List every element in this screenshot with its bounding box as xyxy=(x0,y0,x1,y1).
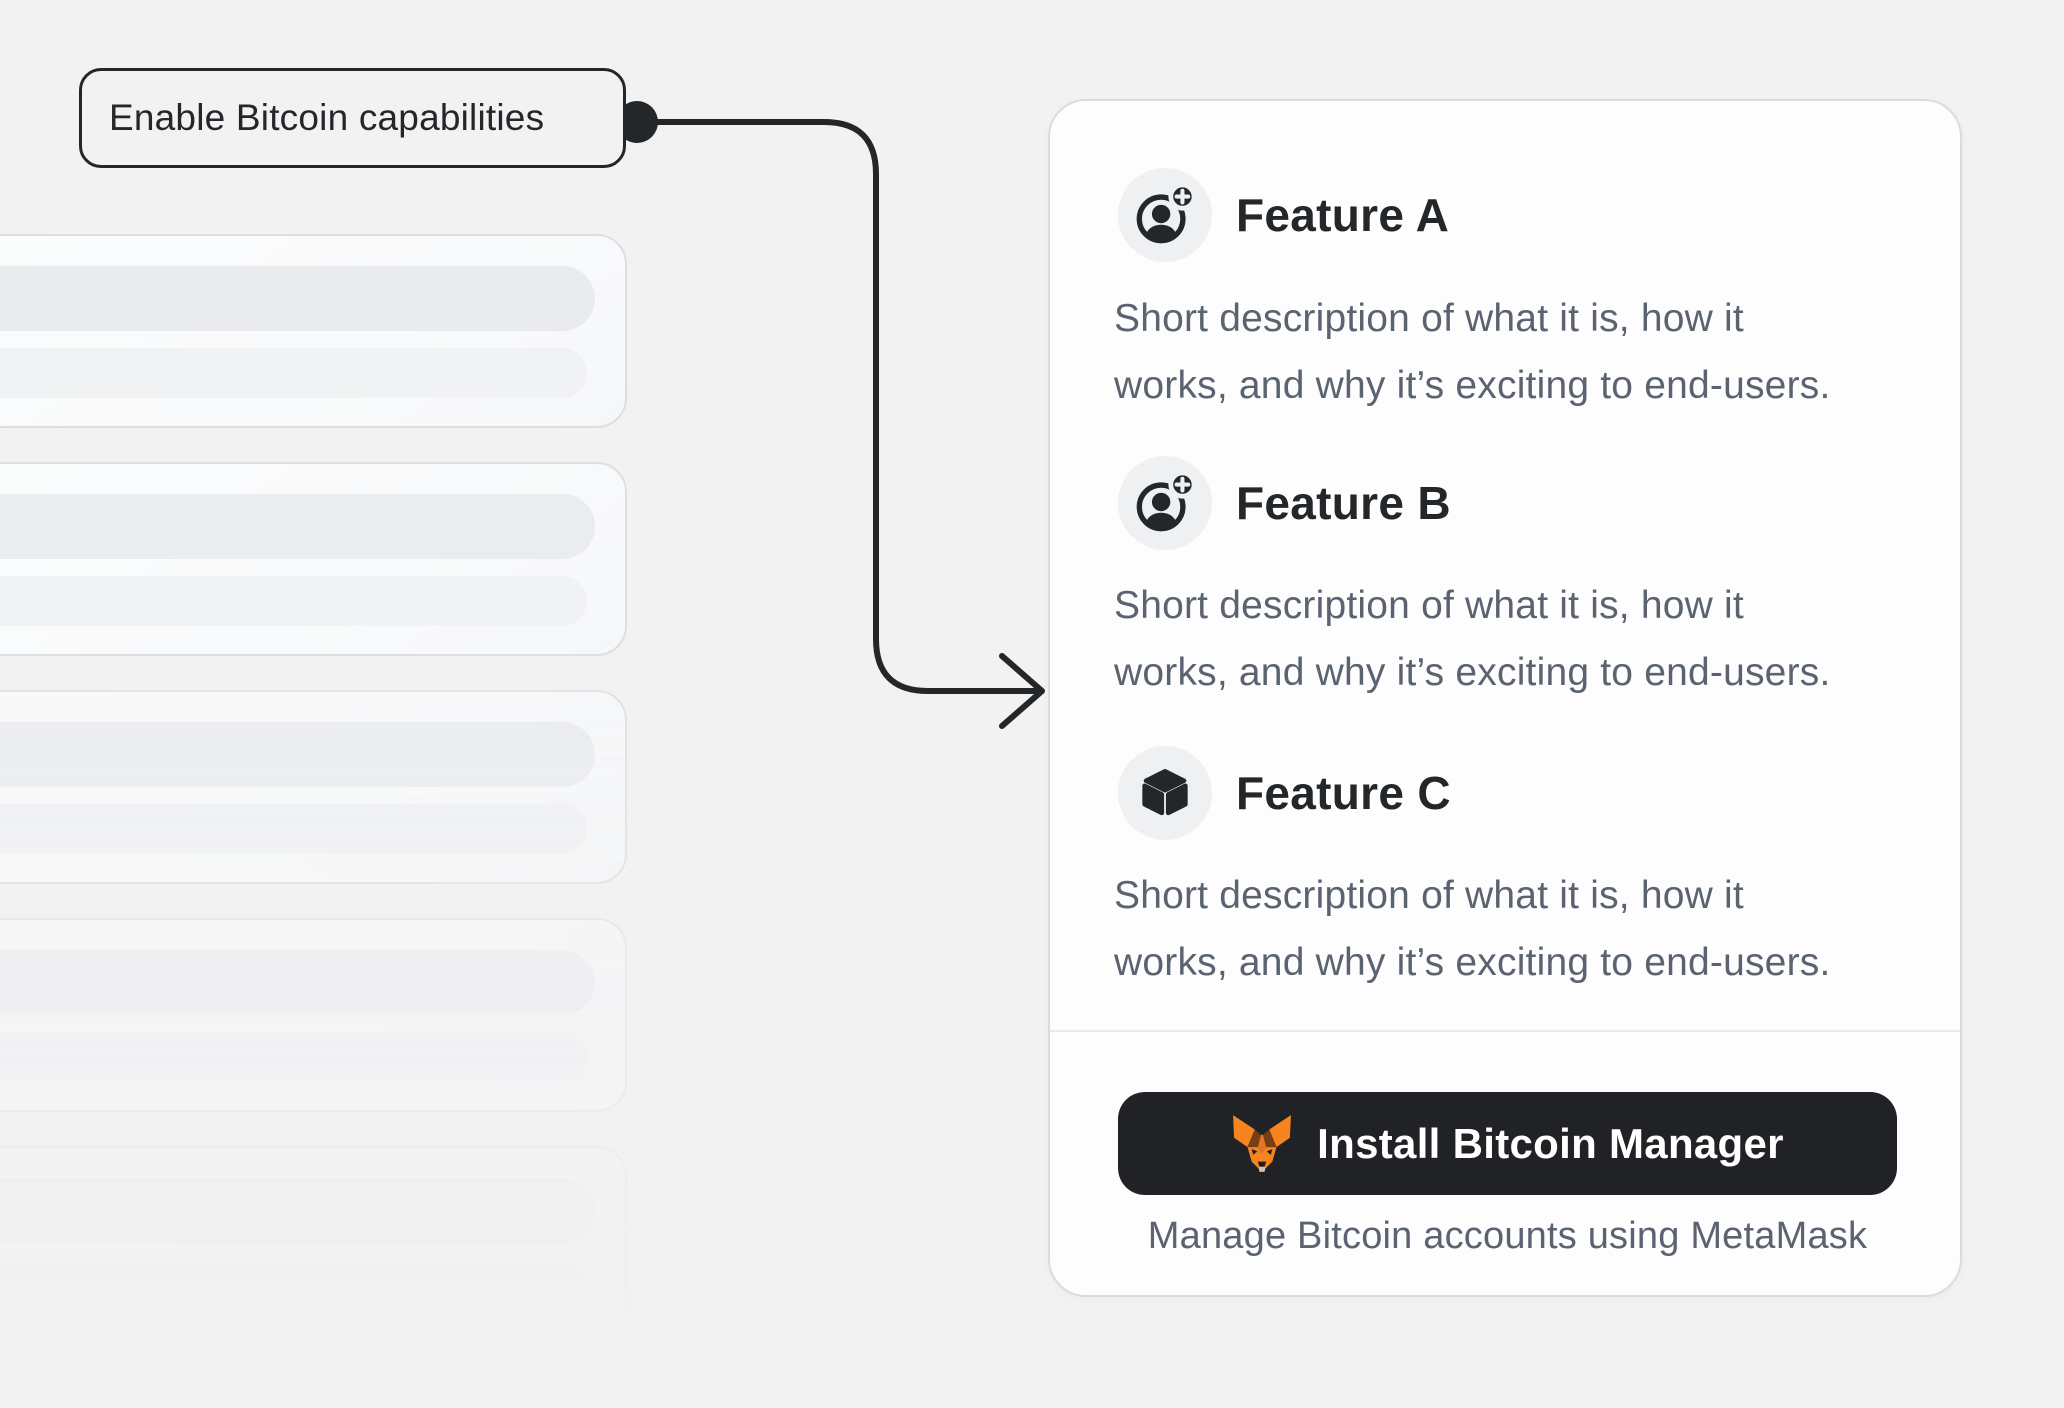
footer-caption: Manage Bitcoin accounts using MetaMask xyxy=(1147,1215,1868,1257)
install-button-label: Install Bitcoin Manager xyxy=(1317,1119,1784,1167)
metamask-fox-icon xyxy=(1231,1114,1293,1174)
skeleton-bar xyxy=(0,722,595,787)
skeleton-card xyxy=(0,918,627,1112)
skeleton-bar xyxy=(0,950,595,1015)
feature-c-desc-line1: Short description of what it is, how it xyxy=(1114,874,1744,917)
feature-a-description: Short description of what it is, how it … xyxy=(1114,285,1944,419)
feature-b-desc-line2: works, and why it’s exciting to end-user… xyxy=(1114,651,1831,694)
callout-label-text: Enable Bitcoin capabilities xyxy=(109,97,545,138)
user-add-icon xyxy=(1118,456,1212,550)
features-panel: Feature A Short description of what it i… xyxy=(1048,99,1962,1297)
skeleton-bar xyxy=(0,1032,587,1082)
skeleton-bar xyxy=(0,494,595,559)
user-add-icon xyxy=(1118,168,1212,262)
feature-b-description: Short description of what it is, how it … xyxy=(1114,572,1944,706)
feature-c-title: Feature C xyxy=(1236,767,1451,819)
feature-a-desc-line1: Short description of what it is, how it xyxy=(1114,297,1744,340)
feature-b-title: Feature B xyxy=(1236,477,1451,529)
install-bitcoin-manager-button[interactable]: Install Bitcoin Manager xyxy=(1118,1092,1897,1195)
skeleton-card xyxy=(0,690,627,884)
skeleton-card xyxy=(0,462,627,656)
skeleton-list xyxy=(0,200,720,1408)
feature-a-title: Feature A xyxy=(1236,189,1450,241)
skeleton-bar xyxy=(0,804,587,854)
skeleton-bar xyxy=(0,576,587,626)
feature-c-description: Short description of what it is, how it … xyxy=(1114,862,1944,996)
skeleton-bar xyxy=(0,1260,587,1310)
skeleton-card xyxy=(0,234,627,428)
cube-icon xyxy=(1118,746,1212,840)
feature-b-desc-line1: Short description of what it is, how it xyxy=(1114,584,1744,627)
skeleton-bar xyxy=(0,348,587,398)
feature-a-desc-line2: works, and why it’s exciting to end-user… xyxy=(1114,364,1831,407)
feature-c-desc-line2: works, and why it’s exciting to end-user… xyxy=(1114,941,1831,984)
skeleton-bar xyxy=(0,1178,595,1243)
callout-label: Enable Bitcoin capabilities xyxy=(79,68,626,168)
panel-divider xyxy=(1050,1030,1960,1032)
skeleton-bar xyxy=(0,266,595,331)
skeleton-card xyxy=(0,1146,627,1340)
